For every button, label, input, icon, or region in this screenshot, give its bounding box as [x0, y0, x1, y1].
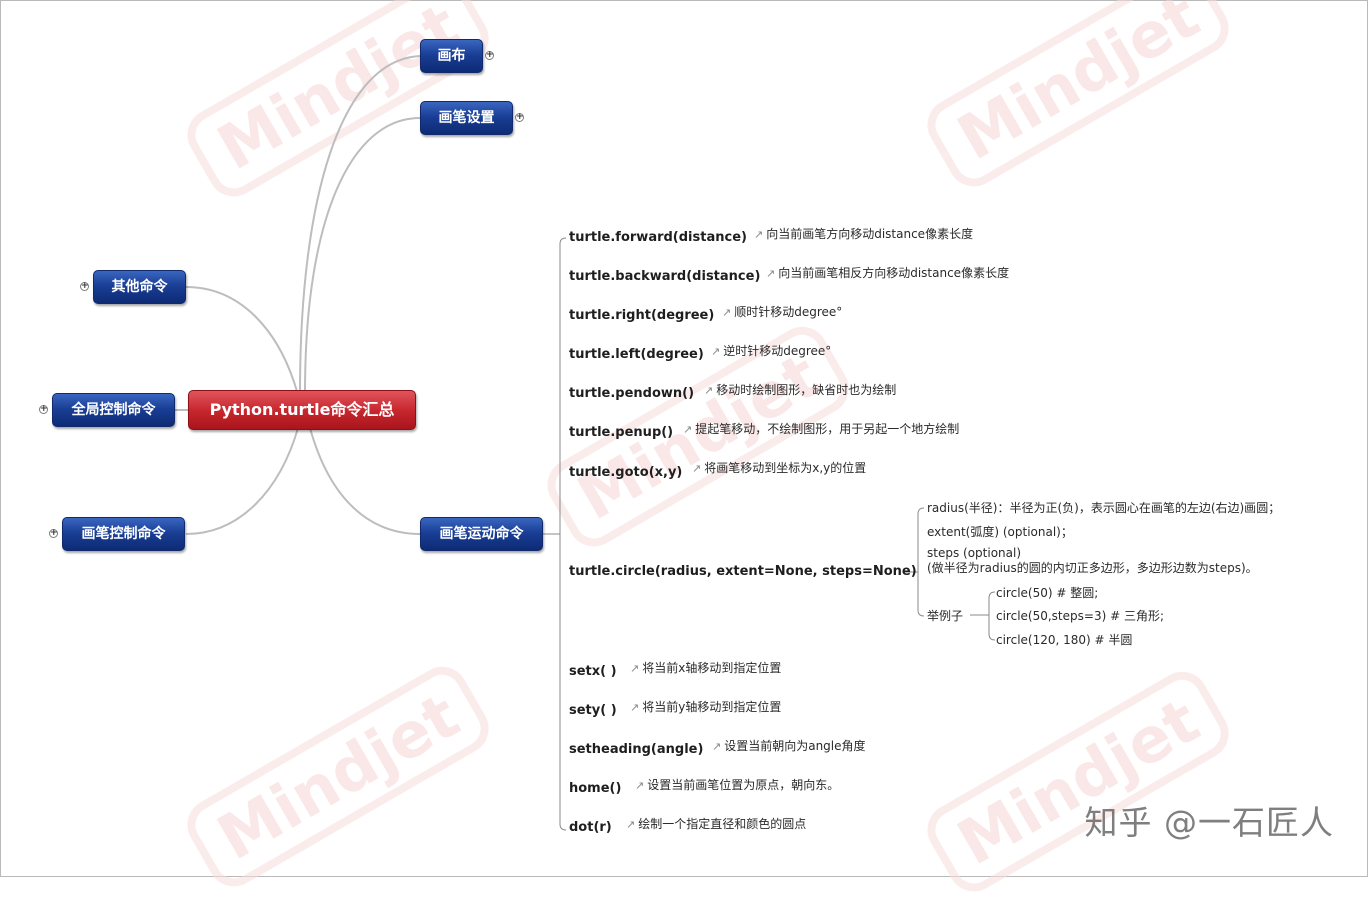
- note-text: 顺时针移动degree°: [734, 305, 843, 319]
- topic-circle[interactable]: turtle.circle(radius, extent=None, steps…: [569, 564, 917, 579]
- edge-other: [185, 286, 299, 396]
- circle-examples-label[interactable]: 举例子: [927, 609, 964, 623]
- circle-steps[interactable]: steps (optional) (做半径为radius的圆的内切正多边形，多边…: [927, 546, 1258, 576]
- connector-lines: [175, 55, 996, 831]
- expand-icon[interactable]: +: [515, 112, 524, 122]
- circle-extent[interactable]: extent(弧度) (optional)；: [927, 525, 1073, 539]
- note-goto: ↗将画笔移动到坐标为x,y的位置: [692, 459, 866, 476]
- note-icon: ↗: [704, 384, 714, 397]
- branch-pen-motion[interactable]: 画笔运动命令: [420, 517, 543, 551]
- topic-home[interactable]: home(): [569, 781, 622, 796]
- note-dot: ↗绘制一个指定直径和颜色的圆点: [626, 815, 806, 832]
- topic-goto[interactable]: turtle.goto(x,y): [569, 465, 683, 480]
- expand-icon[interactable]: +: [49, 528, 58, 538]
- note-icon: ↗: [754, 228, 764, 241]
- branch-pen-settings[interactable]: 画笔设置: [420, 101, 513, 135]
- expand-icon[interactable]: +: [80, 281, 89, 291]
- motion-bracket: [559, 237, 567, 831]
- note-text: 提起笔移动，不绘制图形，用于另起一个地方绘制: [695, 422, 960, 436]
- topic-backward[interactable]: turtle.backward(distance): [569, 269, 761, 284]
- branch-other-commands[interactable]: 其他命令: [93, 270, 186, 304]
- note-text: 将当前x轴移动到指定位置: [642, 661, 782, 675]
- topic-penup[interactable]: turtle.penup(): [569, 425, 674, 440]
- note-backward: ↗向当前画笔相反方向移动distance像素长度: [766, 264, 1009, 281]
- expand-icon[interactable]: +: [485, 50, 494, 60]
- topic-sety[interactable]: sety( ): [569, 703, 617, 718]
- circle-example[interactable]: circle(50,steps=3) # 三角形;: [996, 609, 1164, 623]
- circle-example[interactable]: circle(50) # 整圆;: [996, 586, 1099, 600]
- topic-setx[interactable]: setx( ): [569, 664, 617, 679]
- note-text: 将画笔移动到坐标为x,y的位置: [704, 461, 867, 475]
- note-icon: ↗: [712, 740, 722, 753]
- circle-bracket: [917, 507, 925, 617]
- note-text: 将当前y轴移动到指定位置: [642, 700, 782, 714]
- topic-right[interactable]: turtle.right(degree): [569, 308, 715, 323]
- circle-radius[interactable]: radius(半径)：半径为正(负)，表示圆心在画笔的左边(右边)画圆；: [927, 501, 1281, 515]
- note-text: 设置当前画笔位置为原点，朝向东。: [647, 778, 840, 792]
- topic-setheading[interactable]: setheading(angle): [569, 742, 704, 757]
- examples-bracket: [988, 591, 996, 641]
- note-icon: ↗: [692, 462, 702, 475]
- edge-pen-control: [185, 427, 299, 535]
- note-setheading: ↗设置当前朝向为angle角度: [712, 737, 866, 754]
- zhihu-credit-watermark: 知乎 @一石匠人: [1084, 803, 1334, 842]
- root-topic[interactable]: Python.turtle命令汇总: [188, 390, 416, 430]
- note-text: 设置当前朝向为angle角度: [724, 739, 866, 753]
- circle-steps-line1: steps (optional): [927, 546, 1022, 560]
- note-icon: ↗: [630, 701, 640, 714]
- note-sety: ↗将当前y轴移动到指定位置: [630, 698, 781, 715]
- note-icon: ↗: [766, 267, 776, 280]
- note-icon: ↗: [711, 345, 721, 358]
- note-text: 向当前画笔相反方向移动distance像素长度: [778, 266, 1010, 280]
- expand-icon[interactable]: +: [39, 404, 48, 414]
- note-setx: ↗将当前x轴移动到指定位置: [630, 659, 781, 676]
- circle-example[interactable]: circle(120, 180) # 半圆: [996, 633, 1133, 647]
- branch-pen-control[interactable]: 画笔控制命令: [62, 517, 185, 551]
- edge-pen-settings: [304, 117, 421, 393]
- note-forward: ↗向当前画笔方向移动distance像素长度: [754, 225, 973, 242]
- note-text: 向当前画笔方向移动distance像素长度: [766, 227, 974, 241]
- edge-pen-motion: [309, 427, 421, 535]
- note-left: ↗逆时针移动degree°: [711, 342, 831, 359]
- note-icon: ↗: [630, 662, 640, 675]
- topic-forward[interactable]: turtle.forward(distance): [569, 230, 747, 245]
- note-text: 移动时绘制图形，缺省时也为绘制: [716, 383, 897, 397]
- edge-canvas: [299, 55, 421, 393]
- note-pendown: ↗移动时绘制图形，缺省时也为绘制: [704, 381, 896, 398]
- note-text: 绘制一个指定直径和颜色的圆点: [638, 817, 807, 831]
- branch-canvas[interactable]: 画布: [420, 39, 483, 73]
- note-text: 逆时针移动degree°: [723, 344, 832, 358]
- topic-pendown[interactable]: turtle.pendown(): [569, 386, 695, 401]
- note-home: ↗设置当前画笔位置为原点，朝向东。: [635, 776, 839, 793]
- note-right: ↗顺时针移动degree°: [722, 303, 842, 320]
- note-icon: ↗: [626, 818, 636, 831]
- note-icon: ↗: [635, 779, 645, 792]
- circle-steps-line2: (做半径为radius的圆的内切正多边形，多边形边数为steps)。: [927, 561, 1258, 575]
- note-penup: ↗提起笔移动，不绘制图形，用于另起一个地方绘制: [683, 420, 959, 437]
- topic-left[interactable]: turtle.left(degree): [569, 347, 704, 362]
- branch-global-control[interactable]: 全局控制命令: [52, 393, 175, 427]
- note-icon: ↗: [683, 423, 693, 436]
- note-icon: ↗: [722, 306, 732, 319]
- topic-dot[interactable]: dot(r): [569, 820, 612, 835]
